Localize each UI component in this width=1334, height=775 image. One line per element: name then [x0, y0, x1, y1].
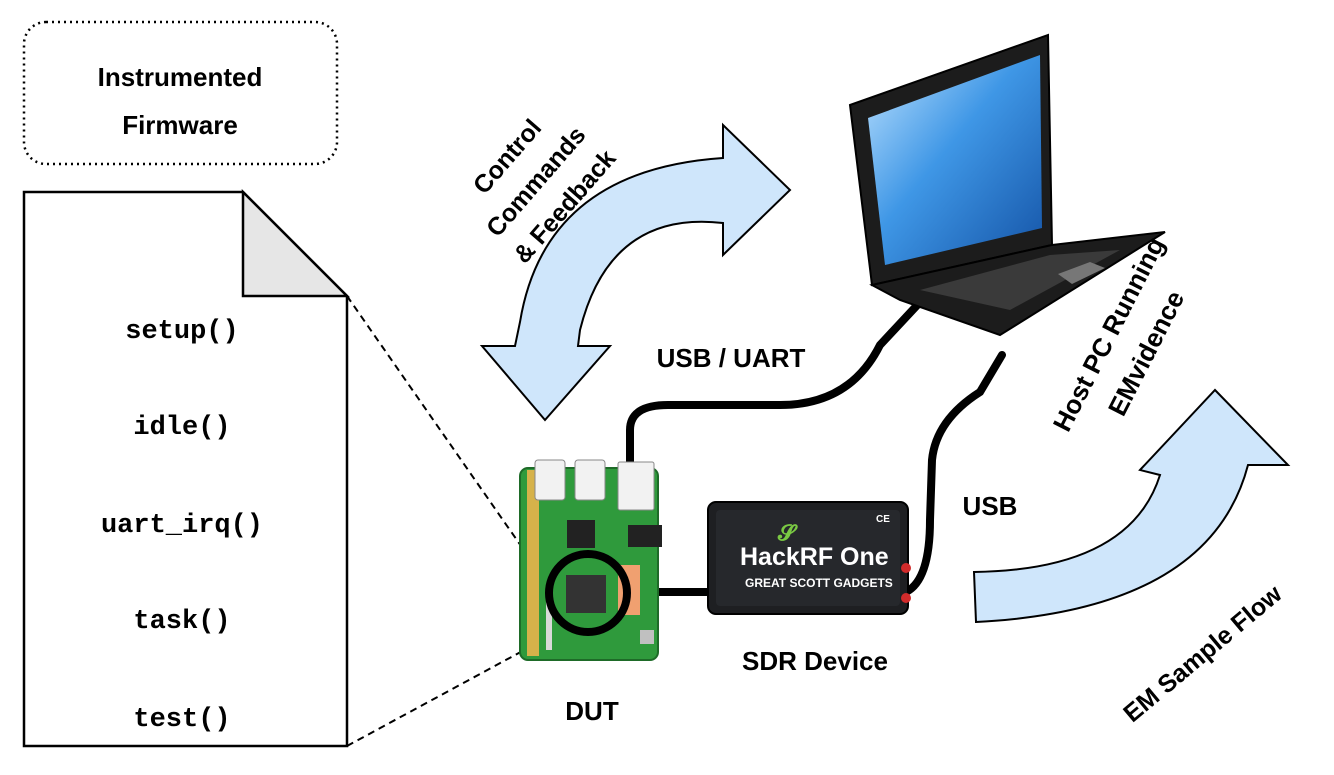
dut-board	[519, 459, 662, 661]
ce-mark: CE	[876, 514, 890, 525]
laptop-screen	[868, 55, 1042, 265]
usb-uart-label: USB / UART	[657, 343, 806, 373]
trackpad	[1058, 262, 1105, 284]
firmware-title-line1: Instrumented	[98, 62, 263, 92]
sdr-device-label: SDR Device	[742, 646, 888, 676]
hackrf-device: 𝓢 HackRF One GREAT SCOTT GADGETS CE	[707, 501, 911, 615]
firmware-title-line2: Firmware	[122, 110, 238, 140]
laptop	[848, 33, 1166, 337]
function-test: test()	[133, 705, 230, 735]
function-setup: setup()	[125, 317, 238, 347]
control-feedback-arrow	[479, 122, 792, 422]
firmware-label-box: Instrumented Firmware	[22, 20, 339, 166]
function-task: task()	[133, 607, 230, 637]
keyboard	[920, 250, 1120, 310]
em-sample-flow-arrow	[972, 388, 1291, 624]
dut-label: DUT	[565, 696, 619, 726]
hackrf-brand: HackRF One	[740, 543, 889, 571]
zoom-callout-lines	[346, 295, 529, 747]
usb-label: USB	[963, 491, 1018, 521]
function-idle: idle()	[133, 413, 230, 443]
em-sample-flow-label: EM Sample Flow	[1118, 579, 1288, 728]
firmware-document: setup() idle() uart_irq() task() test()	[22, 188, 351, 748]
hackrf-logo-icon: 𝓢	[777, 521, 798, 546]
function-uart-irq: uart_irq()	[101, 511, 263, 541]
hackrf-maker: GREAT SCOTT GADGETS	[745, 576, 893, 590]
